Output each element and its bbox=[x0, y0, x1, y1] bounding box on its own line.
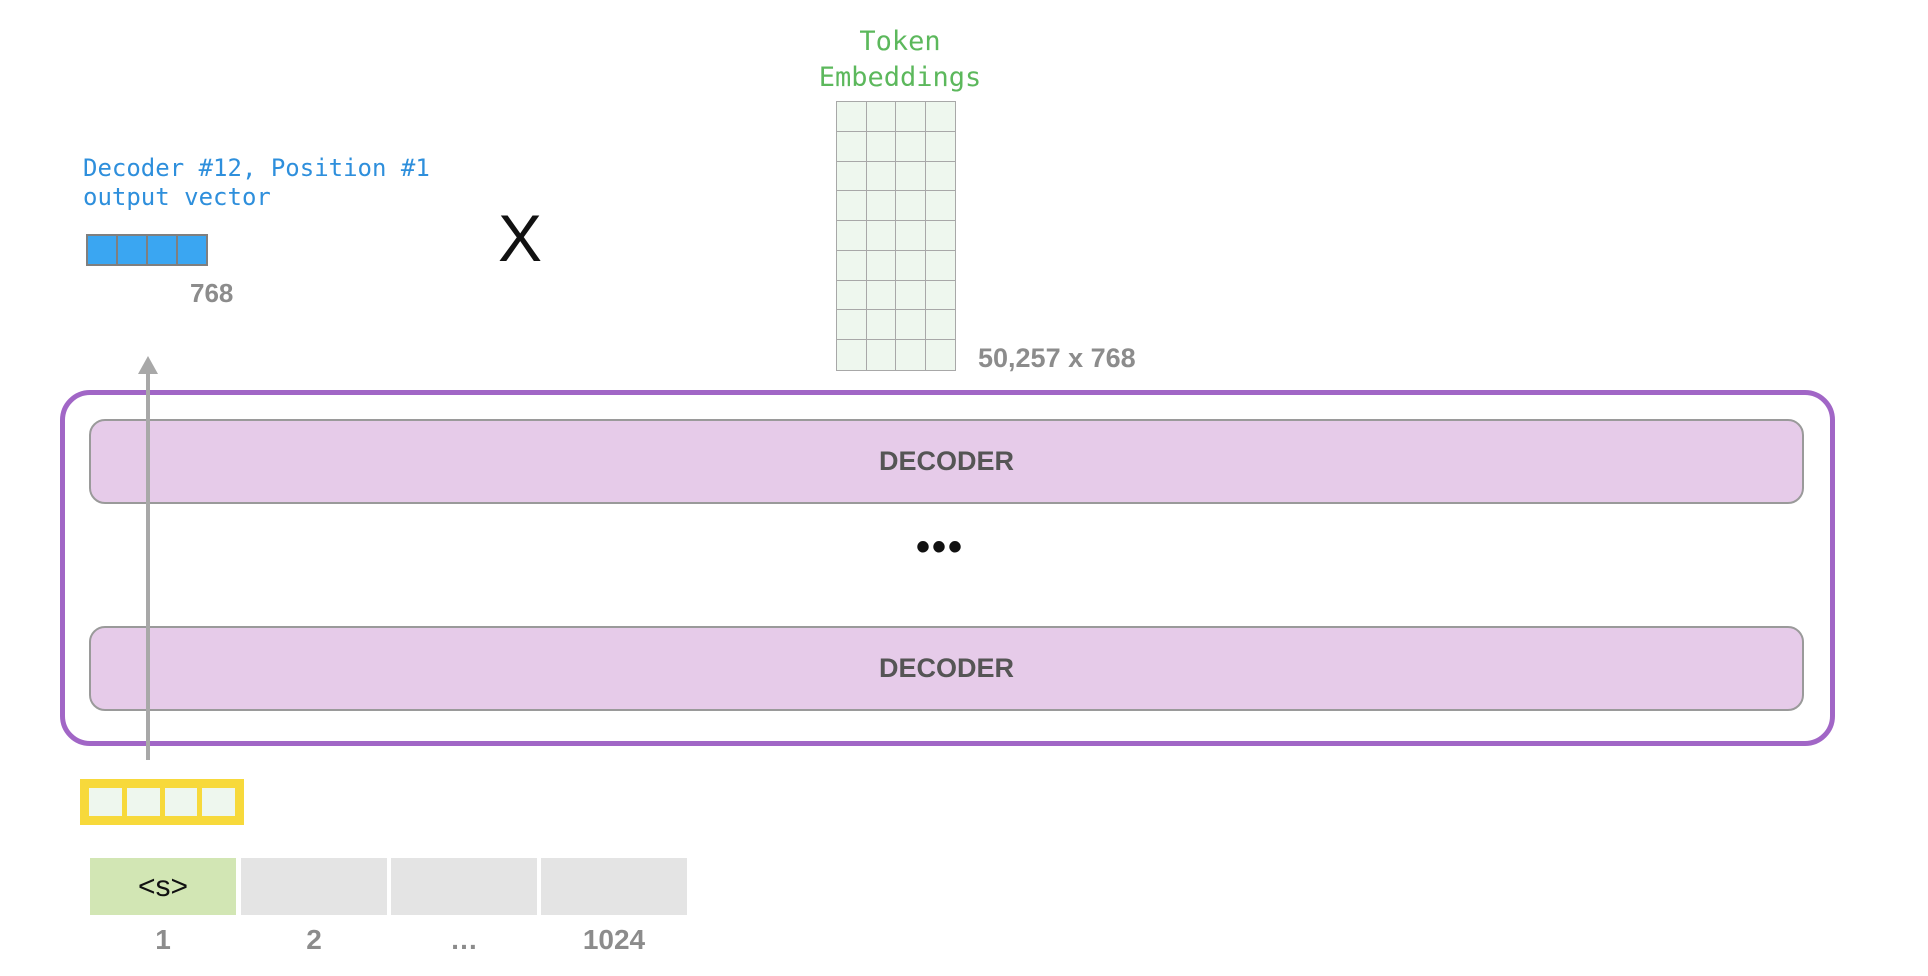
embedding-matrix-cell bbox=[866, 310, 896, 341]
embedding-matrix-cell bbox=[925, 132, 955, 162]
token-slot-4 bbox=[541, 858, 687, 915]
token-slot-2 bbox=[241, 858, 387, 915]
embedding-matrix-cell bbox=[896, 221, 926, 251]
position-label-4: 1024 bbox=[582, 924, 646, 955]
embedding-matrix-cell bbox=[896, 161, 926, 192]
embedding-matrix-cell bbox=[925, 162, 955, 192]
decoder-stack-frame bbox=[60, 390, 1835, 746]
embedding-matrix-cell bbox=[837, 221, 867, 251]
output-vector-cell bbox=[88, 236, 118, 264]
embedding-matrix-cell bbox=[896, 191, 926, 222]
token-slot-3 bbox=[391, 858, 537, 915]
embedding-matrix-cell bbox=[837, 280, 867, 311]
embedding-matrix-cell bbox=[896, 340, 926, 370]
embedding-matrix-cell bbox=[866, 191, 896, 222]
embedding-matrix-cell bbox=[866, 250, 896, 281]
embedding-matrix-cell bbox=[896, 250, 926, 281]
embedding-matrix-cell bbox=[837, 191, 867, 222]
embedding-matrix-cell bbox=[925, 221, 955, 251]
embedding-matrix-cell bbox=[867, 340, 896, 370]
embedding-matrix-cell bbox=[925, 102, 955, 132]
embedding-matrix-cell bbox=[896, 310, 926, 341]
embedding-matrix-cell bbox=[896, 280, 926, 311]
embedding-matrix-cell bbox=[837, 131, 867, 162]
embedding-matrix-cell bbox=[926, 340, 956, 370]
embedding-matrix-cell bbox=[866, 161, 896, 192]
embedding-matrix-cell bbox=[925, 251, 955, 281]
embedding-matrix-cell bbox=[925, 310, 955, 341]
embeddings-dimensions-label: 50,257 x 768 bbox=[978, 343, 1136, 373]
output-vector-cell bbox=[118, 236, 148, 264]
embedding-matrix-cell bbox=[896, 131, 926, 162]
embedding-matrix-cell bbox=[837, 161, 867, 192]
embedding-matrix-cell bbox=[896, 102, 926, 132]
output-vector bbox=[86, 234, 208, 266]
position-label-3: … bbox=[450, 924, 478, 955]
input-vector-cell bbox=[126, 788, 160, 816]
input-vector bbox=[80, 779, 244, 825]
output-vector-dimensions-label: 768 bbox=[190, 278, 234, 308]
embedding-matrix-cell bbox=[925, 191, 955, 222]
decoder-block-bottom: DECODER bbox=[89, 626, 1804, 711]
embedding-matrix-cell bbox=[866, 221, 896, 251]
embedding-matrix-cell bbox=[866, 102, 896, 132]
output-vector-cell bbox=[148, 236, 178, 264]
embedding-matrix-cell bbox=[837, 250, 867, 281]
embedding-matrix-cell bbox=[866, 280, 896, 311]
multiply-operator: X bbox=[498, 201, 543, 275]
decoder-block-top: DECODER bbox=[89, 419, 1804, 504]
upward-arrow bbox=[138, 356, 158, 760]
output-vector-title: Decoder #12, Position #1 output vector bbox=[83, 154, 430, 211]
token-embeddings-matrix bbox=[836, 101, 956, 371]
embedding-matrix-cell bbox=[837, 102, 867, 132]
token-embeddings-title: Token Embeddings bbox=[818, 26, 982, 93]
input-vector-cell bbox=[164, 788, 198, 816]
embedding-matrix-cell bbox=[837, 310, 867, 341]
input-vector-cell bbox=[89, 788, 122, 816]
embedding-matrix-cell bbox=[925, 281, 955, 311]
embedding-matrix-cell bbox=[866, 131, 896, 162]
token-slot-1: <s> bbox=[90, 858, 236, 915]
embedding-matrix-cell bbox=[837, 340, 867, 370]
input-vector-cell bbox=[202, 788, 235, 816]
decoder-ellipsis: ••• bbox=[915, 525, 964, 569]
output-vector-cell bbox=[178, 236, 206, 264]
position-label-1: 1 bbox=[155, 924, 171, 955]
arrow-head bbox=[138, 356, 158, 374]
position-label-2: 2 bbox=[306, 924, 322, 955]
